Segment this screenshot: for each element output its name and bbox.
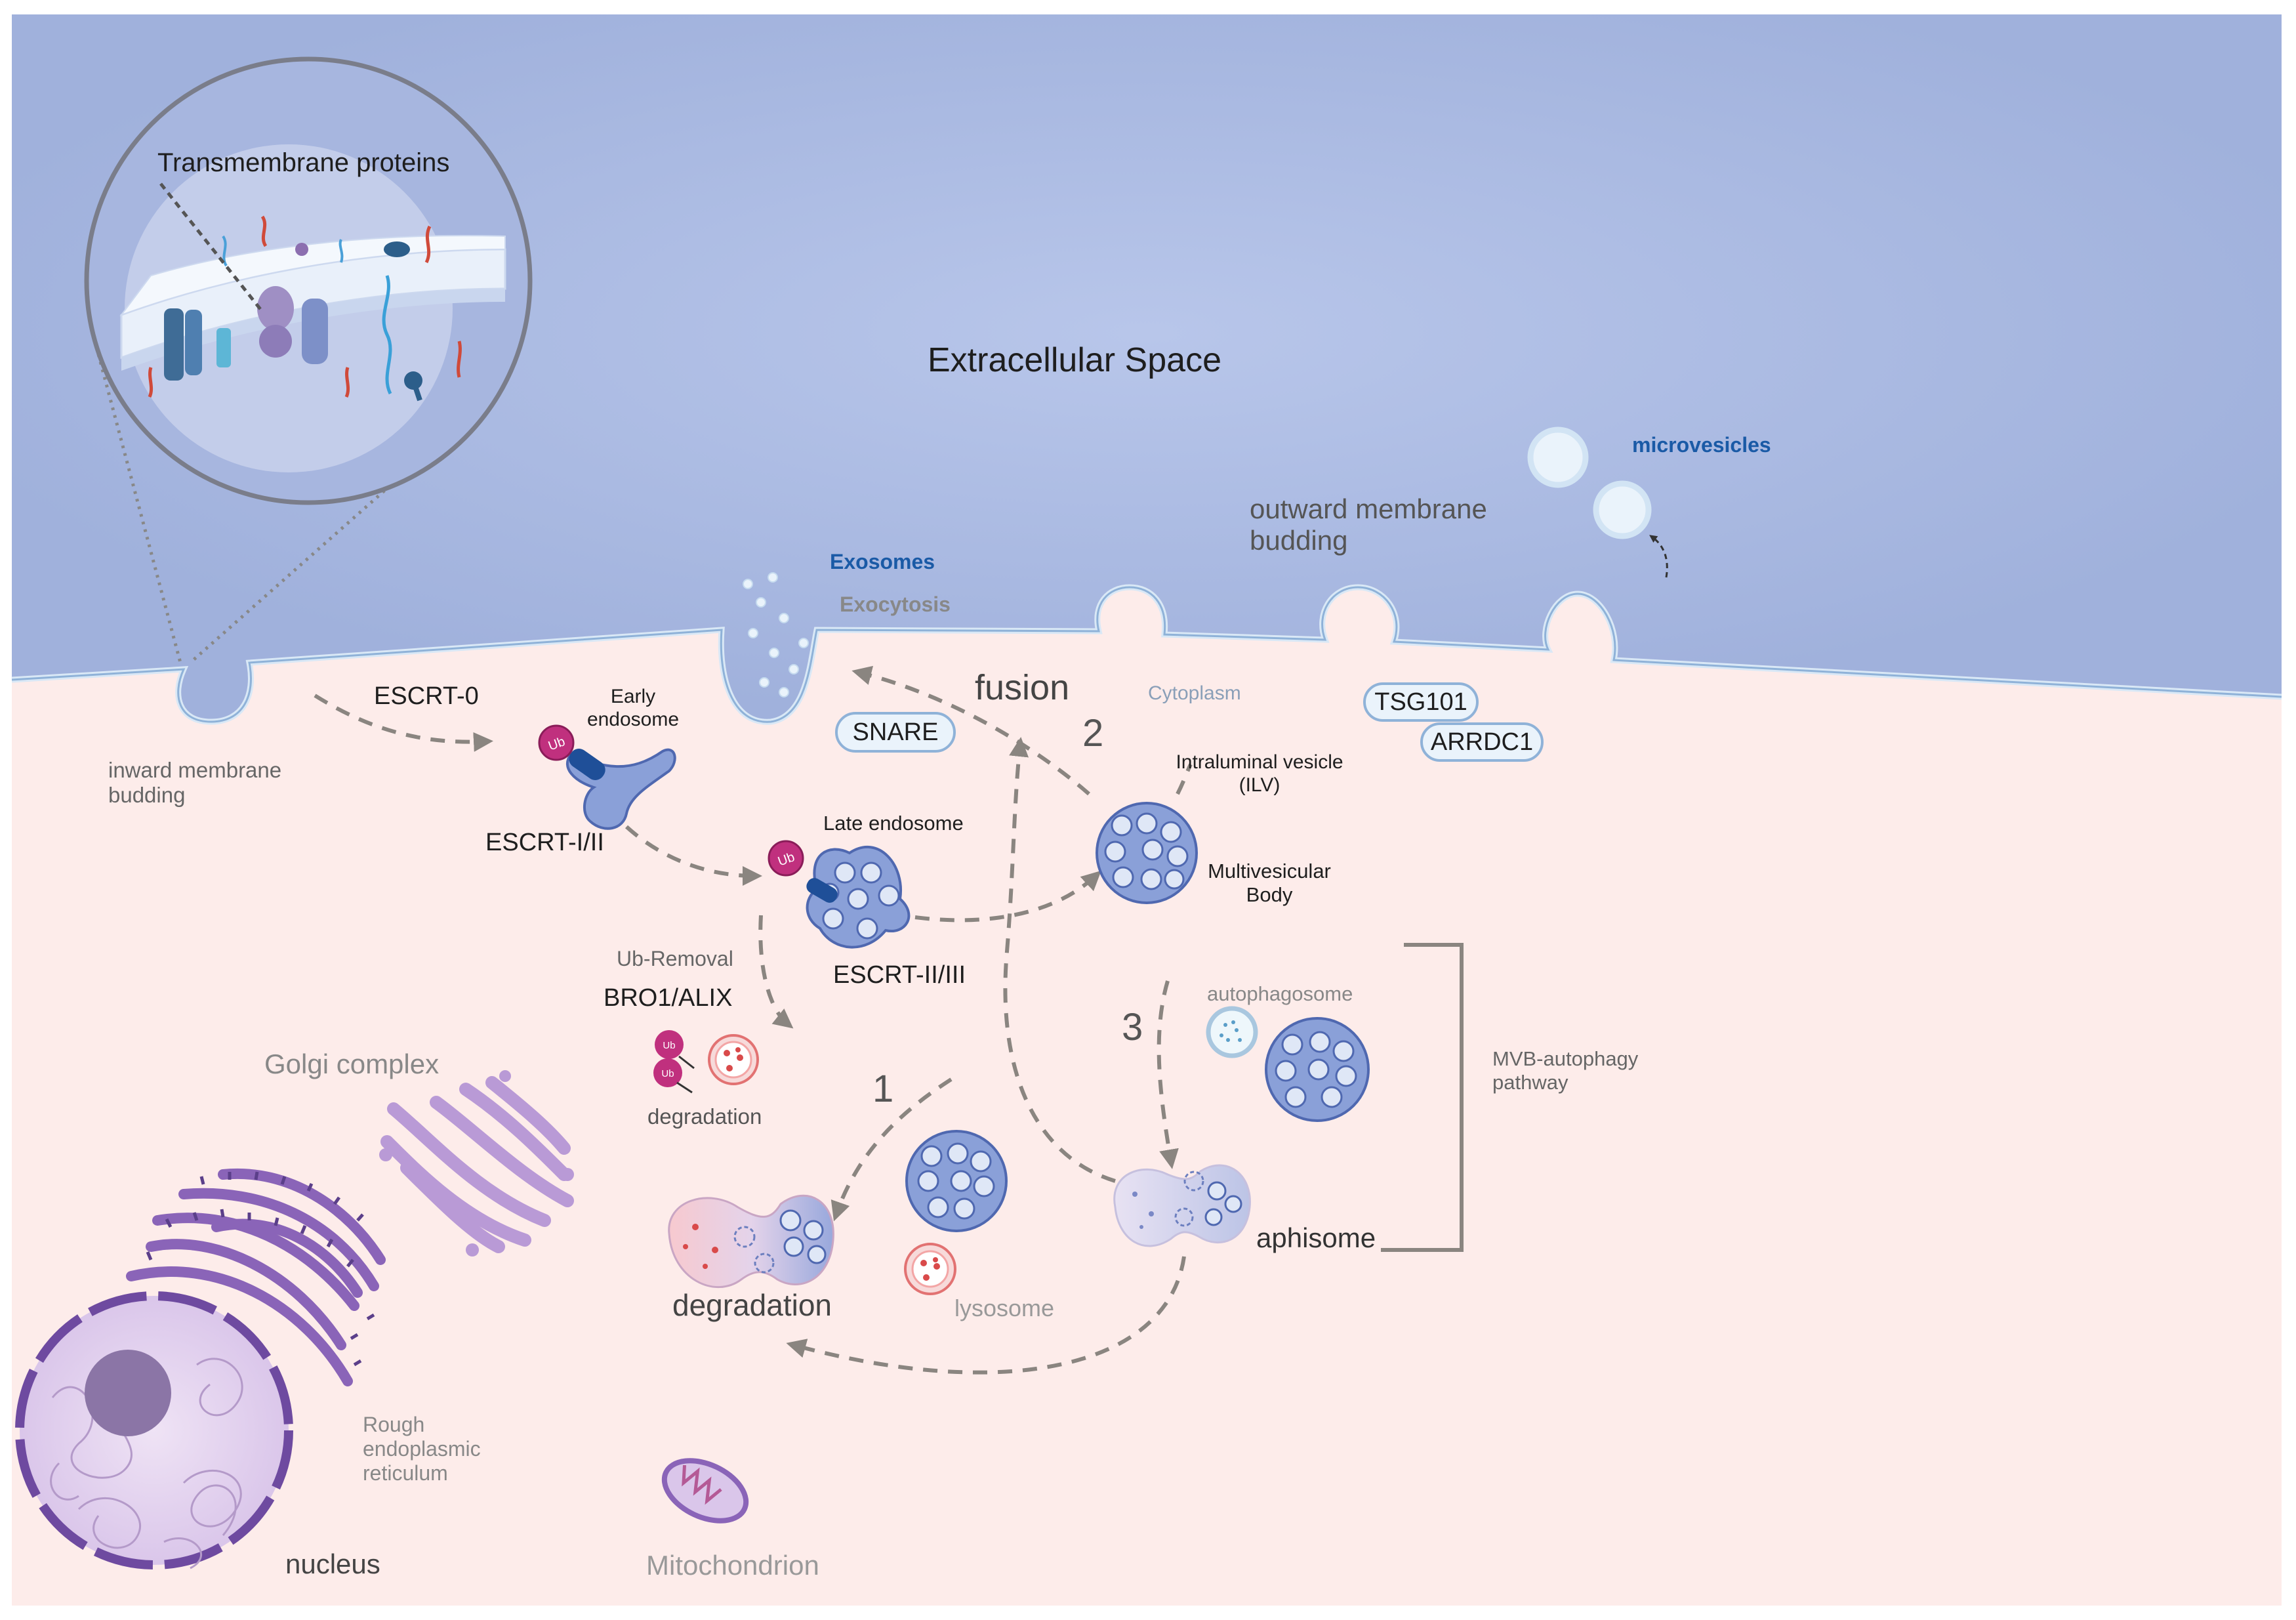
mitochondrion-label: Mitochondrion	[646, 1550, 819, 1581]
early-endosome	[566, 748, 676, 830]
cytoplasm-label: Cytoplasm	[1148, 682, 1241, 704]
microvesicles-label: microvesicles	[1632, 433, 1771, 457]
aphisome-label: aphisome	[1256, 1222, 1376, 1253]
golgi-vesicles	[379, 1070, 574, 1257]
transmembrane-inset	[84, 56, 533, 505]
ub-tag-early: Ub	[538, 724, 575, 761]
nucleus-label: nucleus	[285, 1548, 380, 1579]
degradation-fusion-organelle	[668, 1194, 834, 1288]
inset-zoom-lines	[96, 354, 421, 664]
ub-removal-label: Ub-Removal	[617, 947, 733, 970]
ub-removal-icon: Ub Ub	[653, 1030, 759, 1094]
rough-er-label: Rough endoplasmic reticulum	[363, 1413, 481, 1485]
aphisome-icon	[1113, 1164, 1251, 1247]
pathway-arrows	[314, 665, 1193, 1375]
escrt0-label: ESCRT-0	[374, 682, 479, 710]
escrt-2-3-label: ESCRT-II/III	[833, 961, 966, 989]
degradation-small-label: degradation	[647, 1104, 762, 1129]
degradation-main-label: degradation	[672, 1288, 832, 1322]
tsg101-badge: TSG101	[1363, 682, 1479, 722]
mvb-autophagy	[1265, 1017, 1370, 1122]
microvesicle-icon	[1527, 426, 1652, 539]
mvb-label: Multivesicular Body	[1208, 860, 1331, 906]
mvb-autophagy-label: MVB-autophagy pathway	[1492, 1047, 1639, 1094]
lysosome-icon	[904, 1243, 956, 1295]
arrdc1-badge: ARRDC1	[1420, 722, 1544, 762]
rough-er-ribosomes	[146, 1171, 375, 1367]
escrt-1-2-label: ESCRT-I/II	[485, 829, 604, 856]
extracellular-space-title: Extracellular Space	[928, 341, 1221, 379]
fusion-label: fusion	[975, 668, 1070, 707]
step-2-label: 2	[1082, 712, 1104, 755]
exocytosis-label: Exocytosis	[840, 592, 951, 616]
late-endosome-label: Late endosome	[823, 812, 964, 835]
mvb-cytoplasm	[905, 1130, 1008, 1232]
svg-text:Ub: Ub	[661, 1068, 674, 1079]
autophagosome-label: autophagosome	[1207, 982, 1353, 1005]
golgi-complex-icon	[380, 1076, 574, 1253]
mvb-autophagy-bracket	[1381, 943, 1464, 1252]
ilv-label: Intraluminal vesicle (ILV)	[1176, 751, 1343, 796]
late-endosome	[806, 846, 911, 949]
extracellular-space	[12, 14, 2282, 722]
exosomes-label: Exosomes	[830, 550, 935, 573]
exosome-particles	[743, 572, 809, 697]
nucleus-icon	[15, 1291, 293, 1569]
inward-budding-label: inward membrane budding	[108, 758, 282, 807]
outward-budding-label: outward membrane budding	[1250, 493, 1487, 556]
mitochondrion-icon	[661, 1458, 749, 1524]
microvesicle-release-arrow	[1649, 535, 1668, 578]
lysosome-label: lysosome	[954, 1295, 1055, 1321]
ub-tag-late: Ub	[768, 840, 804, 877]
svg-text:Ub: Ub	[663, 1040, 675, 1051]
multivesicular-body	[1096, 802, 1198, 904]
autophagosome-icon	[1206, 1006, 1258, 1058]
bro1-alix-label: BRO1/ALIX	[604, 984, 733, 1012]
rough-er-icon	[126, 1168, 386, 1386]
inset-title: Transmembrane proteins	[157, 148, 450, 177]
step-1-label: 1	[872, 1068, 894, 1110]
golgi-label: Golgi complex	[264, 1049, 440, 1079]
step-3-label: 3	[1122, 1006, 1143, 1049]
snare-badge: SNARE	[835, 712, 956, 753]
early-endosome-label: Early endosome	[586, 686, 680, 730]
